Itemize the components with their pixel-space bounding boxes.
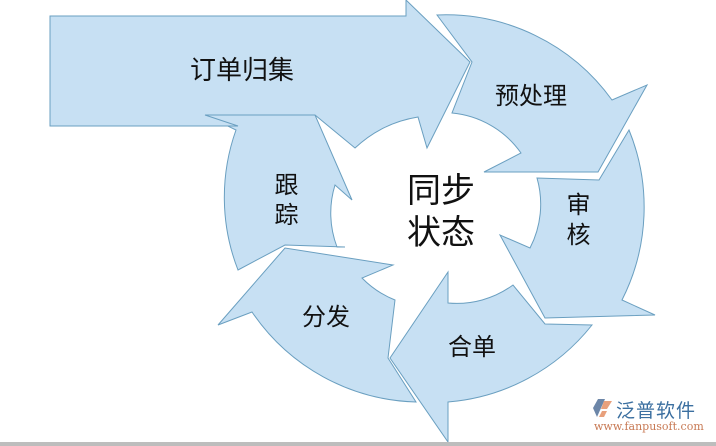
arrow-merge — [389, 270, 594, 444]
step-label-review: 审核 — [562, 192, 590, 252]
step-label-collect: 订单归集 — [190, 56, 295, 86]
step-label-dispatch: 分发 — [302, 303, 350, 331]
watermark-brand: 泛普软件 — [616, 400, 697, 422]
step-label-merge: 合单 — [448, 333, 496, 361]
bottom-divider — [0, 442, 716, 446]
center-title-line-1: 同步 — [407, 171, 475, 211]
watermark-url: www.fanpusoft.com — [594, 420, 704, 433]
step-label-preprocess: 预处理 — [495, 82, 567, 110]
watermark-logo: 泛普软件 www.fanpusoft.com — [592, 396, 712, 436]
arrow-review — [498, 128, 656, 319]
fanpu-logo-icon — [593, 399, 612, 417]
arrow-preprocess — [436, 14, 649, 173]
center-title-line-2: 状态 — [407, 213, 475, 253]
arrow-dispatch — [217, 247, 417, 403]
center-title: 同步 状态 — [396, 170, 486, 254]
arrow-collect — [49, 0, 471, 150]
step-label-track: 跟踪 — [270, 172, 298, 232]
